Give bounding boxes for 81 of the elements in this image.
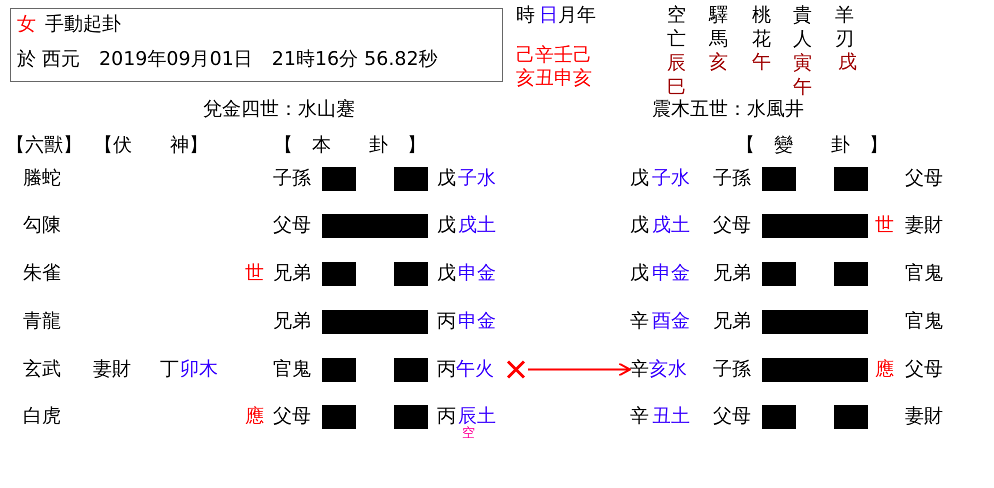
column-heading: 【六獸】 [6, 134, 82, 157]
relation-text: 兄弟 [273, 310, 311, 333]
stem-text: 丙 [437, 405, 456, 428]
shensha-value: 午 [752, 51, 771, 74]
stem-text: 戊 [437, 262, 456, 285]
relation-text: 官鬼 [273, 358, 311, 381]
stem-text: 辛 [630, 358, 649, 380]
marker-text: 世 [875, 214, 894, 237]
relation-text: 父母 [713, 214, 751, 237]
hexagram-name: 震木五世：水風井 [652, 98, 804, 121]
relation-text: 兄弟 [713, 310, 751, 333]
header-box [10, 8, 503, 82]
pillar-text: 己辛壬己 [516, 44, 592, 67]
stem-text: 戊 [437, 167, 456, 190]
branch-text: 申金 [458, 262, 496, 285]
branch-text: 申金 [652, 262, 690, 285]
branch-text: 辰土 [458, 405, 496, 427]
beast-text: 青龍 [23, 310, 61, 333]
relation-text: 父母 [273, 405, 311, 428]
column-heading: 【伏 神】 [94, 134, 208, 157]
pillar-heading: 月年 [558, 4, 596, 27]
relation-text: 父母 [713, 405, 751, 428]
branch-text: 戌土 [652, 214, 690, 237]
hexagram-name: 兌金四世：水山蹇 [203, 98, 355, 121]
stem-text: 丙 [437, 358, 456, 380]
shensha-value: 亥 [709, 51, 728, 74]
title-text: 手動起卦 [45, 13, 121, 36]
relation-text: 妻財 [905, 405, 943, 428]
branch-text: 子水 [458, 167, 496, 190]
relation-text: 子孫 [713, 167, 751, 190]
beast-text: 朱雀 [23, 262, 61, 285]
pillar-heading: 時 [516, 4, 535, 27]
branch-text: 亥水 [649, 358, 687, 380]
stem-text: 丁 [160, 358, 179, 381]
stem-text: 戊 [437, 214, 456, 237]
column-heading: 【 變 卦 】 [736, 134, 888, 157]
beast-text: 白虎 [23, 405, 61, 428]
relation-text: 父母 [905, 358, 943, 381]
relation-text: 妻財 [905, 214, 943, 237]
relation-text: 父母 [905, 167, 943, 190]
stem-text: 丙 [437, 310, 456, 333]
relation-text: 妻財 [93, 358, 131, 381]
branch-text: 戌土 [458, 214, 496, 237]
date-text: 於 西元 2019年09月01日 21時16分 56.82秒 [17, 48, 438, 71]
pillar-heading: 日 [539, 4, 558, 27]
stem-text: 戊 [630, 262, 649, 285]
relation-text: 官鬼 [905, 310, 943, 333]
marker-text: 應 [875, 358, 894, 381]
relation-text: 子孫 [273, 167, 311, 190]
beast-text: 勾陳 [23, 214, 61, 237]
shensha-heading: 驛馬 [709, 3, 729, 51]
relation-text: 子孫 [713, 358, 751, 381]
branch-text: 午火 [456, 358, 494, 380]
shensha-value: 辰巳 [667, 51, 687, 99]
branch-text: 申金 [458, 310, 496, 333]
shensha-heading: 空亡 [667, 3, 687, 51]
column-heading: 【 本 卦 】 [274, 134, 426, 157]
relation-text: 兄弟 [273, 262, 311, 285]
stem-text: 戊 [630, 214, 649, 237]
branch-text: 子水 [652, 167, 690, 190]
branch-text: 卯木 [180, 358, 218, 381]
beast-text: 螣蛇 [23, 167, 61, 190]
marker-text: 世 [245, 262, 264, 285]
stem-text: 戊 [630, 167, 649, 190]
relation-text: 官鬼 [905, 262, 943, 285]
shensha-heading: 羊刃 [835, 3, 855, 51]
void-mark: 空 [462, 426, 475, 441]
branch-text: 酉金 [652, 310, 690, 333]
beast-text: 玄武 [23, 358, 61, 381]
shensha-value: 寅午 [793, 51, 813, 99]
branch-text: 丑土 [652, 405, 690, 428]
shensha-value: 戌 [838, 51, 857, 74]
pillar-text: 亥丑申亥 [516, 67, 592, 90]
marker-text: 應 [245, 405, 264, 428]
gender-text: 女 [17, 13, 36, 36]
shensha-heading: 桃花 [752, 3, 772, 51]
relation-text: 兄弟 [713, 262, 751, 285]
relation-text: 父母 [273, 214, 311, 237]
stem-text: 辛 [630, 310, 649, 333]
shensha-heading: 貴人 [793, 3, 813, 51]
stem-text: 辛 [630, 405, 649, 428]
